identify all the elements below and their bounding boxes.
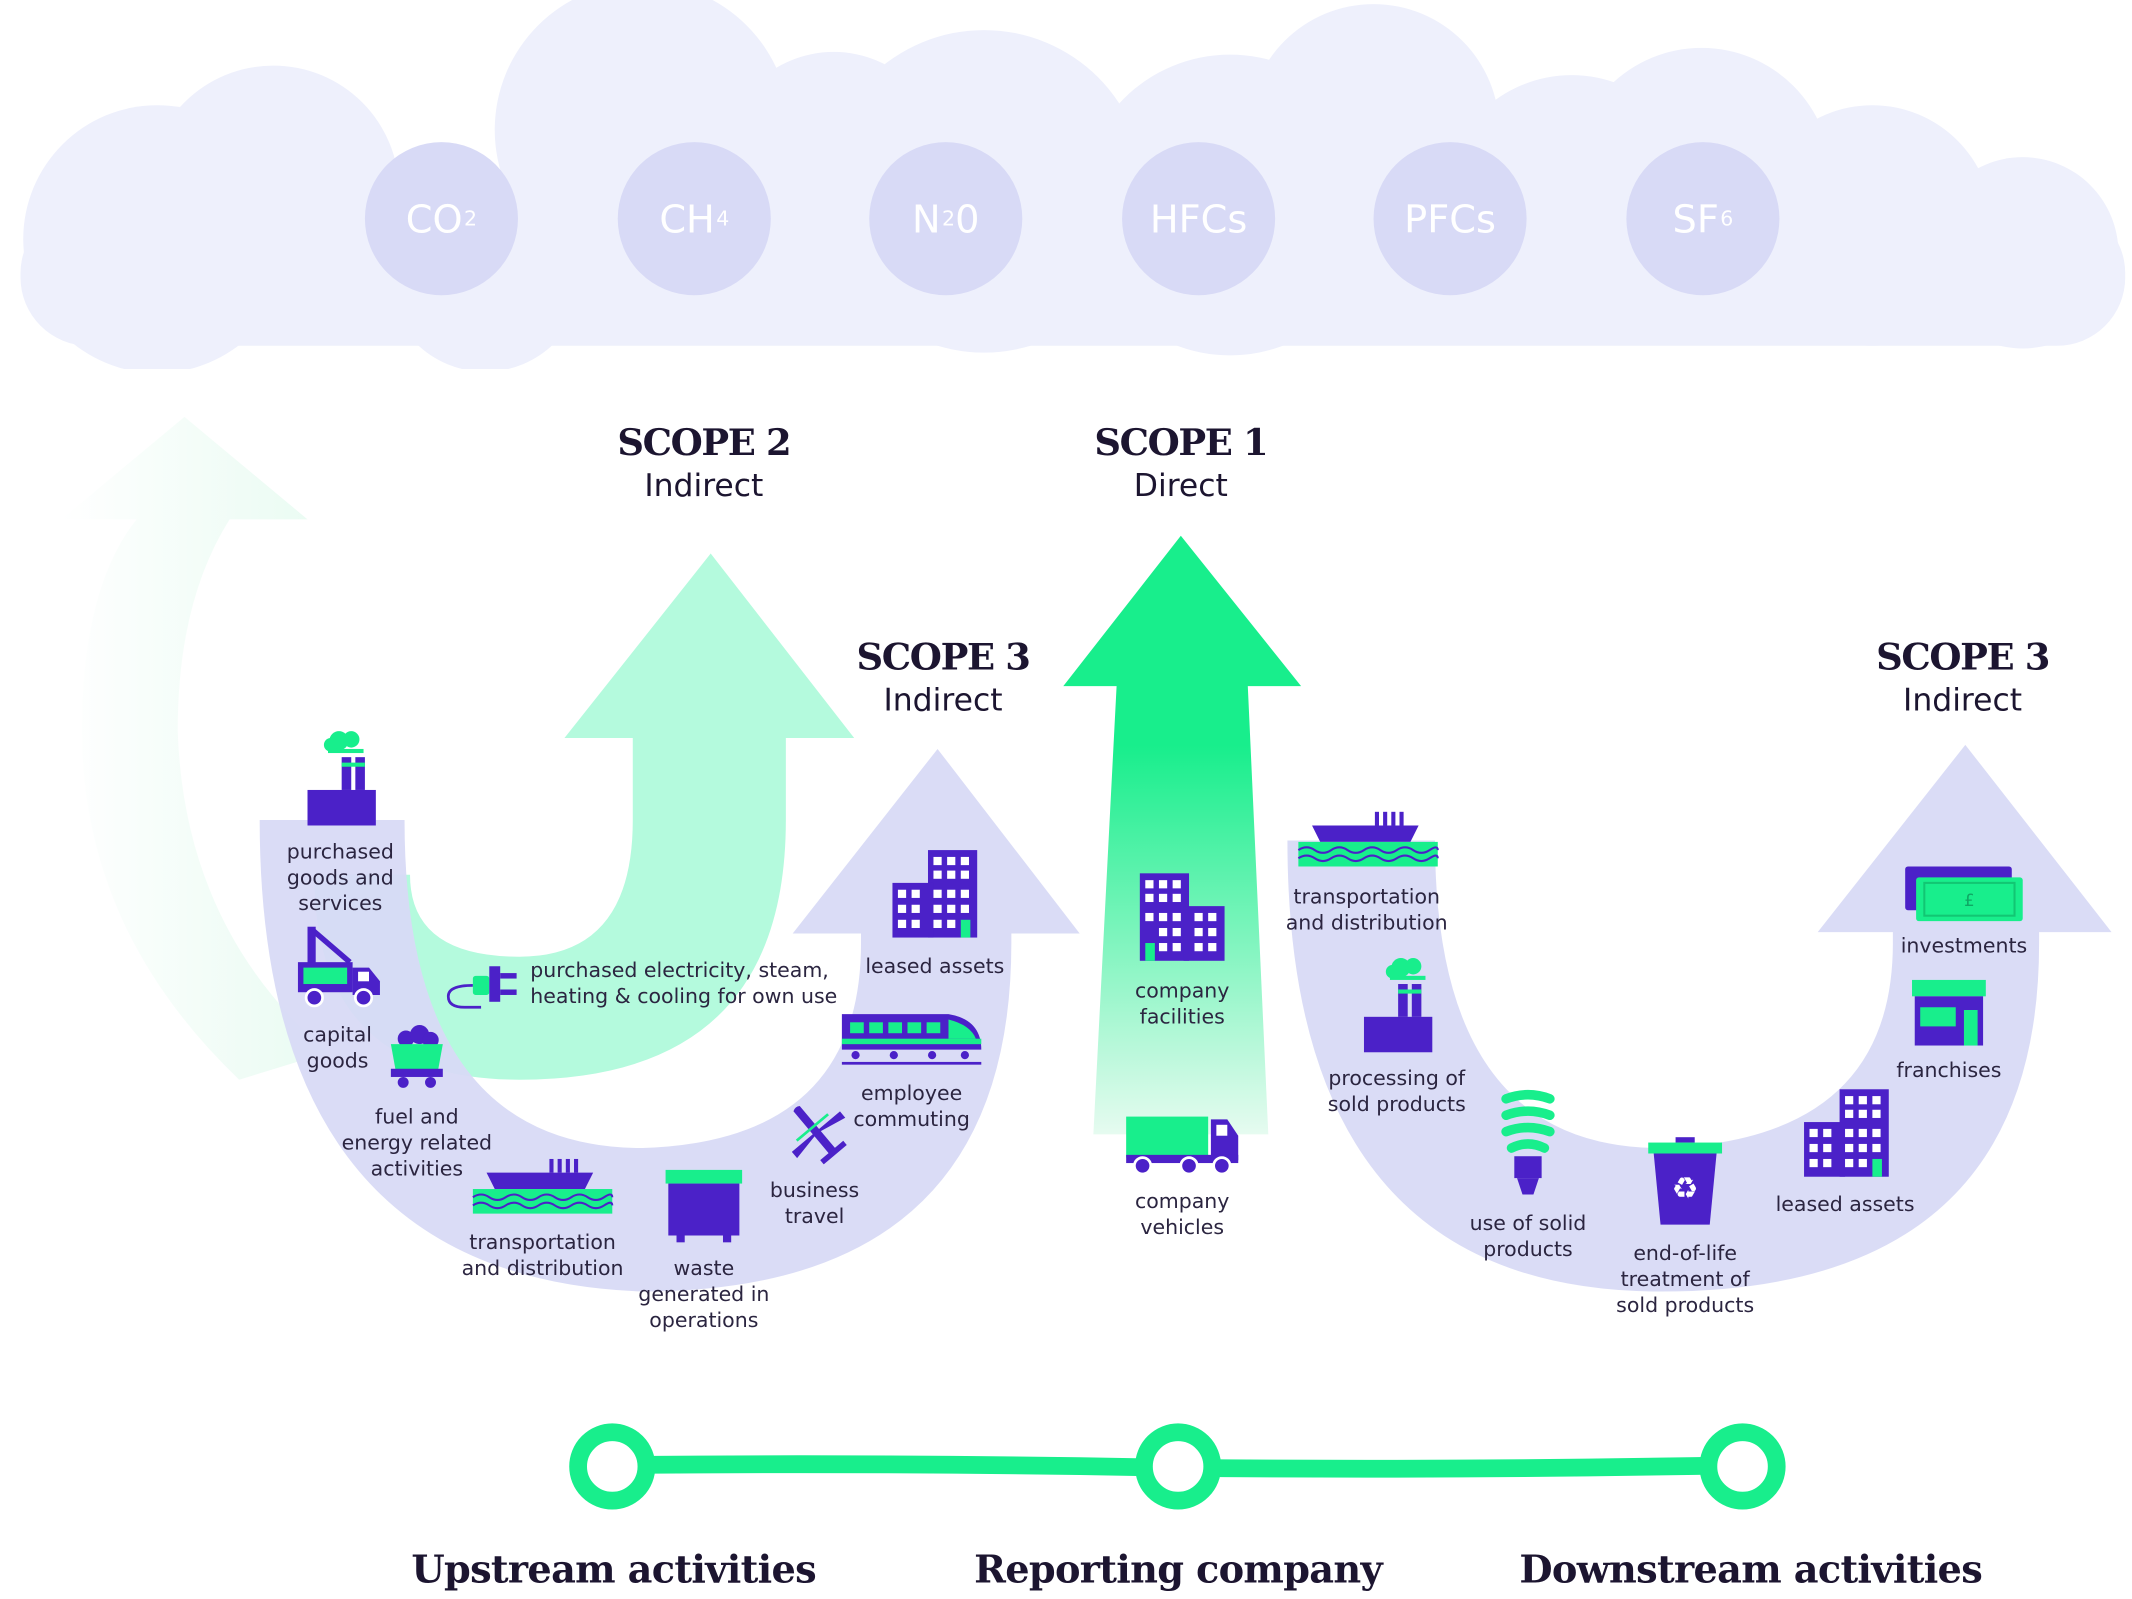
factory-icon <box>307 731 376 826</box>
label-capital-goods: capital goods <box>303 1022 372 1073</box>
scope1-arrow <box>1063 535 1302 1135</box>
label-investments: investments <box>1900 933 2028 959</box>
label-company-facilities: company facilities <box>1134 978 1230 1030</box>
label-business-travel: business travel <box>769 1178 860 1229</box>
recycling-bin-icon: ♻ <box>1648 1137 1723 1225</box>
scope2-arrow <box>314 553 855 1080</box>
upstream-activities-title: Upstream activities <box>411 1547 816 1593</box>
reporting-company-title: Reporting company <box>974 1547 1383 1593</box>
building-icon <box>1804 1089 1889 1177</box>
crane-truck-icon <box>297 926 380 1008</box>
label-leased-assets-upstream: leased assets <box>865 953 1005 979</box>
label-leased-assets-downstream: leased assets <box>1775 1191 1915 1217</box>
faint-arc <box>61 416 329 1080</box>
label-purchased-electricity: purchased electricity, steam, heating & … <box>530 958 838 1009</box>
label-transport-upstream: transportation and distribution <box>461 1230 624 1281</box>
label-transport-downstream: transportation and distribution <box>1285 884 1448 935</box>
gas-pfcs: PFCs <box>1373 142 1527 296</box>
downstream-activities-title: Downstream activities <box>1519 1547 1983 1593</box>
ship-icon <box>472 1158 614 1214</box>
label-franchises: franchises <box>1896 1057 2002 1083</box>
gas-hfcs: HFCs <box>1122 142 1276 296</box>
label-fuel-energy: fuel and energy related activities <box>341 1104 493 1181</box>
timeline-node-reporting <box>1135 1423 1222 1510</box>
factory-icon <box>1363 958 1433 1053</box>
timeline-node-downstream <box>1699 1423 1786 1510</box>
airplane-icon <box>791 1105 847 1165</box>
coal-cart-icon <box>390 1025 443 1088</box>
truck-icon <box>1126 1116 1239 1176</box>
value-chain-timeline <box>569 1423 1786 1510</box>
scope3-upstream-arrow <box>259 748 1080 1292</box>
train-icon <box>841 1014 982 1065</box>
label-end-of-life: end-of-life treatment of sold products <box>1616 1240 1755 1318</box>
plug-icon <box>446 966 517 1009</box>
building-icon <box>892 850 978 938</box>
shop-icon <box>1912 979 1986 1046</box>
lightbulb-icon <box>1501 1089 1555 1195</box>
waste-bin-icon <box>665 1169 743 1243</box>
label-employee-commuting: employee commuting <box>853 1081 970 1132</box>
label-use-of-sold: use of solid products <box>1469 1210 1587 1262</box>
ship-icon <box>1297 811 1439 867</box>
svg-text:£: £ <box>1964 891 1974 910</box>
building-icon <box>1139 873 1225 961</box>
svg-text:♻: ♻ <box>1672 1172 1699 1207</box>
timeline-node-upstream <box>569 1423 656 1510</box>
label-company-vehicles: company vehicles <box>1134 1189 1230 1240</box>
label-processing: processing of sold products <box>1327 1066 1466 1117</box>
banknote-icon: £ <box>1905 866 2023 922</box>
label-waste: waste generated in operations <box>638 1255 770 1333</box>
label-purchased-goods: purchased goods and services <box>286 839 394 916</box>
